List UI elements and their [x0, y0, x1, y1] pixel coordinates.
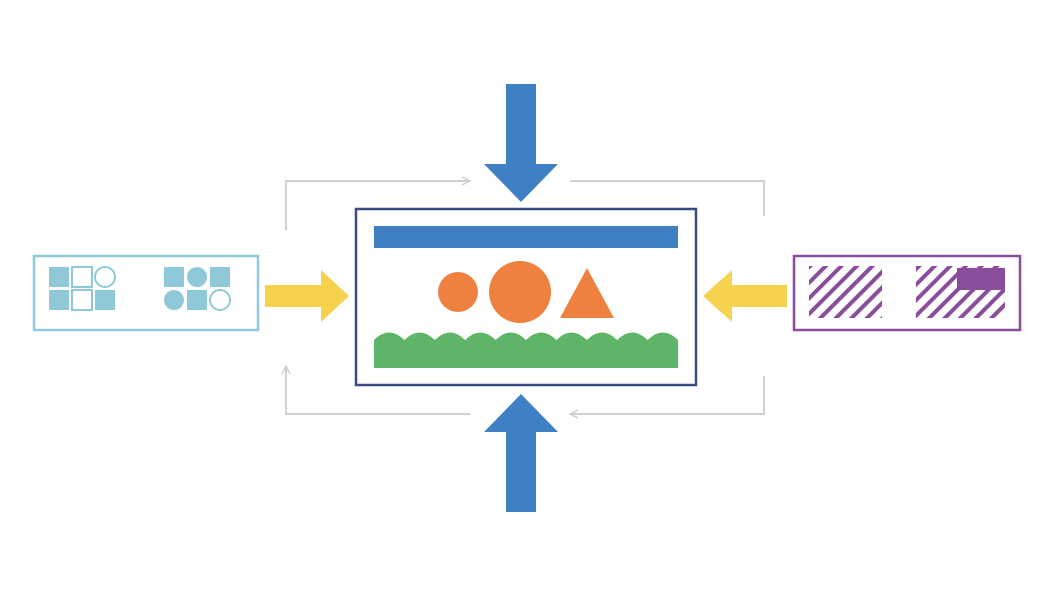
circle-filled-shape — [187, 267, 207, 287]
square-outline-shape — [71, 266, 93, 288]
square-outline-shape — [71, 289, 93, 311]
circle-outline-shape — [209, 289, 231, 311]
hatch-block-left — [809, 266, 882, 318]
center-banner — [374, 226, 678, 248]
feedback-bottom-left — [286, 366, 470, 415]
circle-filled-shape — [164, 290, 184, 310]
left-panel-frame — [32, 254, 260, 332]
square-filled-shape — [49, 290, 69, 310]
circle-large-shape — [489, 261, 551, 323]
solid-block — [957, 268, 1005, 290]
shape-grid-icon — [32, 254, 260, 332]
triangle-shape — [560, 268, 614, 318]
square-filled-shape — [49, 267, 69, 287]
square-filled-shape — [187, 290, 207, 310]
square-filled-shape — [210, 267, 230, 287]
feedback-loops — [285, 180, 765, 415]
hatched-pattern-icon — [792, 254, 1022, 332]
square-filled-shape — [95, 290, 115, 310]
arrow-right-icon — [265, 270, 349, 322]
arrow-down-icon — [484, 84, 558, 202]
feedback-top-left — [285, 181, 470, 230]
feedback-top-right — [570, 180, 765, 216]
circle-outline-shape — [94, 266, 116, 288]
right-panel-frame — [792, 254, 1022, 332]
left-panel-shapes — [49, 266, 231, 311]
square-filled-shape — [164, 267, 184, 287]
arrow-up-icon — [484, 394, 558, 512]
circle-small-shape — [438, 272, 478, 312]
arrow-left-icon — [703, 270, 787, 322]
composed-image-icon — [354, 207, 698, 387]
green-waves — [374, 332, 678, 368]
feedback-bottom-right — [570, 376, 765, 414]
